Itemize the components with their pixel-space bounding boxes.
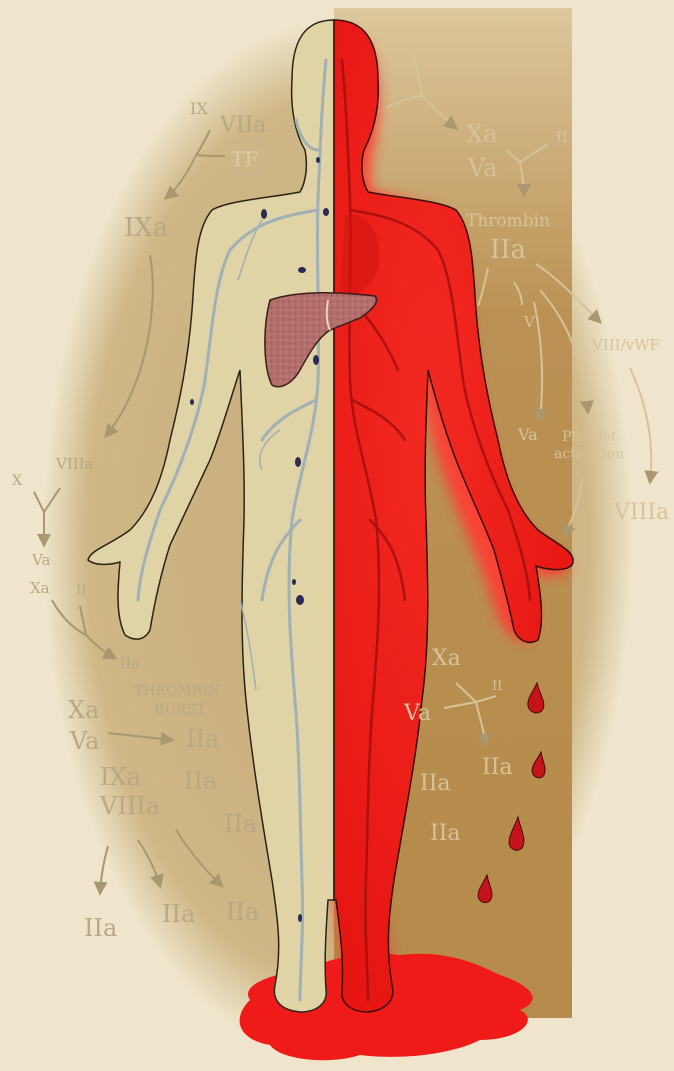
label-x-top: X [414, 25, 426, 44]
label-platelet-1: Platelet [562, 429, 617, 445]
label-iia-b: IIa [224, 810, 257, 838]
label-thrombin-burst-2: BURST [154, 702, 206, 718]
label-iia-top: IIa [490, 235, 526, 265]
label-iia-d: IIa [226, 898, 259, 926]
label-viiia-left: VIIIa [55, 455, 94, 473]
label-xa-burst: Xa [68, 696, 99, 724]
label-platelet-2: activation [554, 446, 624, 462]
label-iia-c: IIa [162, 900, 195, 928]
label-ii-top: II [556, 128, 568, 146]
label-va-burst: Va [69, 727, 99, 755]
label-viia: VIIa [219, 113, 266, 138]
label-iia-e: IIa [84, 914, 117, 942]
label-va-right: Va [517, 425, 538, 444]
label-xa-top: Xa [466, 120, 497, 148]
label-viiia-low: VIIIa [99, 792, 160, 820]
label-va-right-low: Va [403, 701, 431, 726]
label-ixa-low: IXa [100, 763, 141, 791]
label-ixa: IXa [124, 213, 168, 243]
label-iia-left: IIa [120, 656, 139, 672]
label-xa-right-low: Xa [432, 646, 461, 671]
label-iia-right-1: IIa [420, 771, 451, 796]
label-x-left: X [12, 473, 22, 489]
label-thrombin: Thrombin [466, 211, 550, 231]
label-va-top: Va [467, 154, 497, 182]
label-va-left: Va [31, 551, 50, 569]
label-viii-vwf: VIII/vWF [591, 336, 660, 354]
label-iia-right-2: IIa [430, 821, 461, 846]
label-ix: IX [190, 99, 208, 118]
label-iia-right-low: IIa [482, 755, 513, 780]
label-thrombin-burst-1: THROMBIN [134, 683, 220, 699]
label-ii-right-low: II [492, 679, 502, 694]
label-v: V [523, 313, 536, 331]
label-tf: TF [231, 147, 258, 171]
label-xa-left: Xa [30, 579, 50, 597]
label-viiia-right: VIIIa [613, 500, 669, 525]
label-iia-a: IIa [184, 767, 217, 795]
label-iia-burst: IIa [186, 725, 219, 753]
label-ii-left: II [76, 583, 86, 598]
